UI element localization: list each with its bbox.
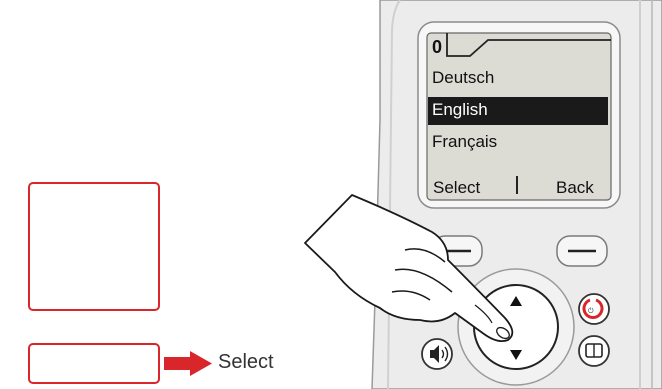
svg-text:⏻: ⏻ bbox=[588, 307, 594, 315]
nav-up-arrow bbox=[510, 296, 522, 306]
pointing-hand-icon bbox=[304, 194, 514, 343]
screen-header: 0 bbox=[432, 37, 443, 57]
softkey-legend bbox=[28, 343, 160, 384]
power-red-icon bbox=[582, 298, 604, 319]
speaker-icon bbox=[430, 345, 439, 363]
menu-item-francais[interactable]: Français bbox=[432, 132, 498, 151]
menu-item-english[interactable]: English bbox=[432, 100, 488, 119]
navigation-key-legend bbox=[28, 182, 160, 311]
nav-down-arrow bbox=[510, 350, 522, 360]
softkey-left-label[interactable]: Select bbox=[433, 178, 481, 197]
red-arrow-icon bbox=[164, 351, 212, 376]
select-action-label: Select bbox=[218, 351, 274, 373]
selection-highlight bbox=[428, 97, 608, 125]
softkey-right-label[interactable]: Back bbox=[556, 178, 594, 197]
menu-item-deutsch[interactable]: Deutsch bbox=[432, 68, 495, 87]
